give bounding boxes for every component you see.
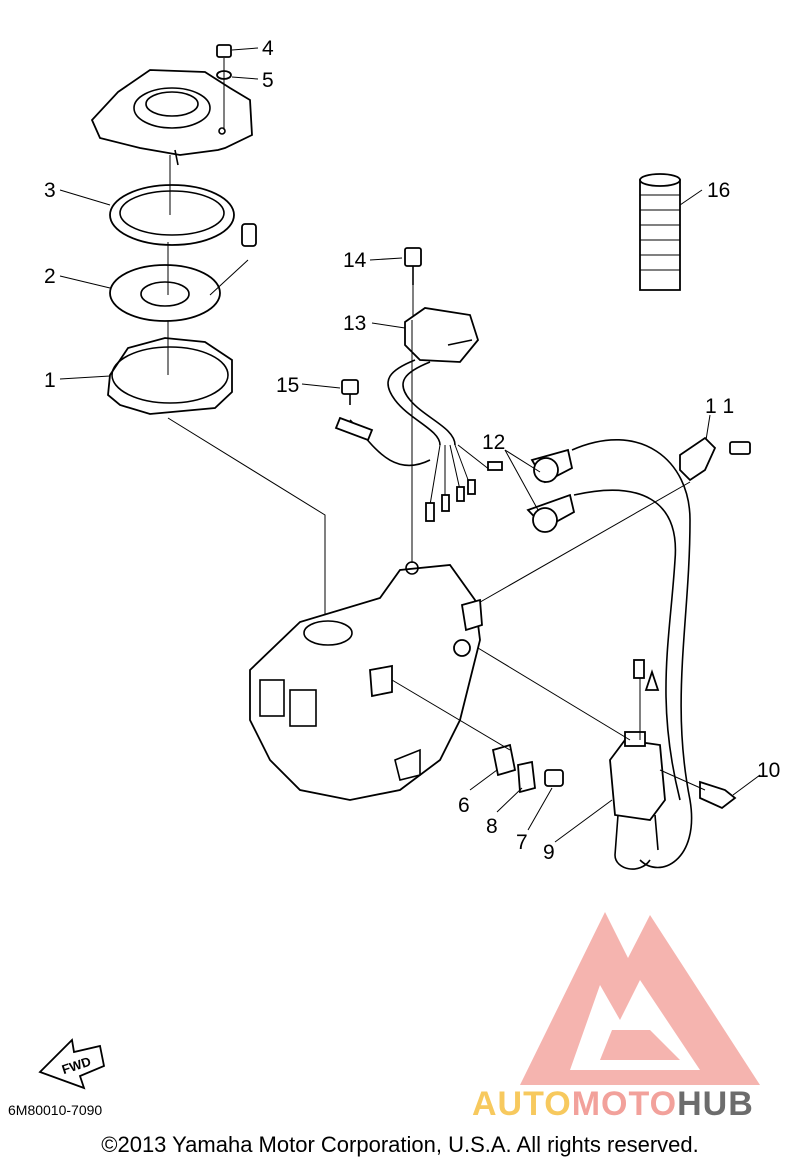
- tube-16: [639, 173, 681, 291]
- watermark-text: AUTOMOTOHUB: [472, 1085, 754, 1124]
- flywheel-cover: [90, 69, 253, 166]
- watermark-auto: AUTO: [472, 1085, 572, 1123]
- ring-3: [109, 184, 235, 246]
- bolt-7: [544, 769, 564, 787]
- copyright-notice: ©2013 Yamaha Motor Corporation, U.S.A. A…: [101, 1132, 699, 1157]
- bolt-4: [216, 44, 232, 58]
- cdi-unit-13: [349, 307, 503, 522]
- callout-12: 12: [482, 431, 506, 454]
- callout-8: 8: [486, 815, 498, 838]
- callout-2: 2: [44, 265, 56, 288]
- engine-block: [249, 561, 483, 801]
- diagram-code: 6M80010-7090: [8, 1102, 103, 1118]
- callout-11: 1 1: [705, 395, 735, 418]
- callout-16: 16: [707, 179, 731, 202]
- callout-13: 13: [343, 312, 367, 335]
- callout-10: 10: [757, 759, 781, 782]
- callout-6: 6: [458, 794, 470, 817]
- part-8: [517, 760, 536, 794]
- plate-2: [109, 259, 249, 322]
- bolt-14: [404, 247, 422, 285]
- callout-1: 1: [44, 369, 56, 392]
- callout-14: 14: [343, 249, 367, 272]
- fwd-arrow: FWD: [38, 1038, 106, 1090]
- ignition-coil-9: [609, 659, 666, 870]
- pin: [241, 223, 257, 247]
- plug-cap-12b: [526, 493, 576, 533]
- leader-lines: [59, 47, 761, 843]
- callout-5: 5: [262, 69, 274, 92]
- gasket-1: [107, 337, 233, 415]
- callout-4: 4: [262, 37, 274, 60]
- plug-cap-12a: [530, 448, 574, 484]
- watermark-hub: HUB: [677, 1085, 754, 1123]
- callout-15: 15: [276, 374, 300, 397]
- bolt-10: [699, 780, 737, 810]
- callout-9: 9: [543, 841, 555, 864]
- watermark-moto: MOTO: [571, 1085, 678, 1123]
- bolt-15: [334, 379, 374, 442]
- watermark-logo: [520, 912, 760, 1085]
- callout-7: 7: [516, 831, 528, 854]
- callout-3: 3: [44, 179, 56, 202]
- clamp-11: [679, 436, 751, 482]
